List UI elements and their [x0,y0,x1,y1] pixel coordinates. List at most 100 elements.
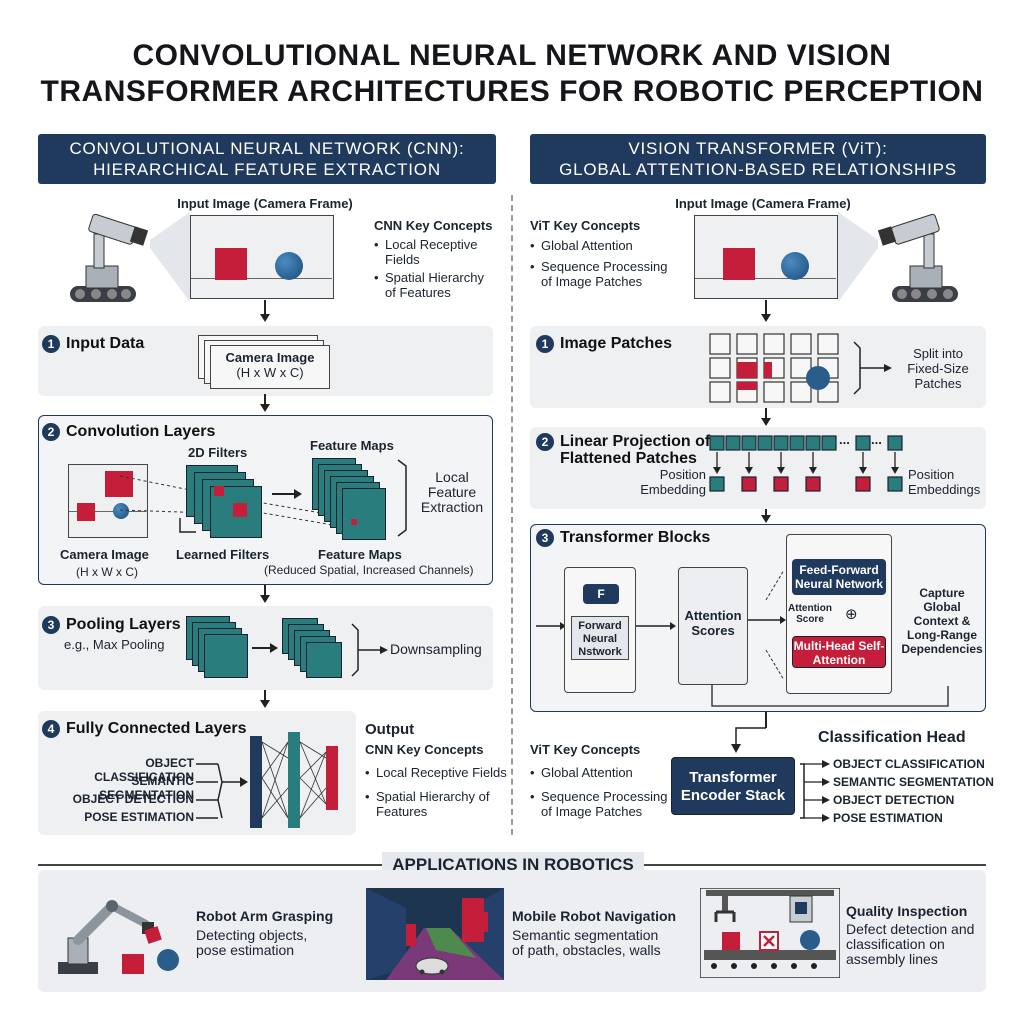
robot-camera-icon [877,213,958,302]
cnn-task-label: OBJECT CLASSIFICATION [94,756,194,784]
ellipsis-2: ... [871,432,882,447]
f-box: F [583,584,619,604]
cnn-flow-line [264,585,266,597]
step-label-line-2: Flattened Patches [560,450,697,467]
red-cube [723,248,755,280]
vit-header-line-2: GLOBAL ATTENTION-BASED RELATIONSHIPS [559,160,957,179]
filter-patch [214,486,224,496]
camera-image-dims: (H x W x C) [236,365,304,380]
step-number: 2 [42,423,60,441]
cnn-input-image-label: Input Image (Camera Frame) [177,196,353,211]
title-line-2: TRANSFORMER ARCHITECTURES FOR ROBOTIC PE… [40,75,984,108]
step-number: 1 [536,335,554,353]
vit-step3-heading: 3 Transformer Blocks [536,529,710,547]
cnn-flow-line [264,394,266,406]
multi-head-attention-box: Multi-Head Self-Attention [792,636,886,668]
app-title: Mobile Robot Navigation [512,908,677,924]
vit-flow-arrow [761,314,771,322]
image-floor-line [191,278,332,279]
vit-flow-arrow [761,515,771,523]
learned-filters-label: Learned Filters [176,547,270,562]
app-title: Robot Arm Grasping [196,908,334,924]
vit-key-concept-item: Sequence Processing of Image Patches [530,259,680,289]
bracket-arrow-icon [351,623,388,677]
vit-step2-heading: 2 Linear Projection of Flattened Patches [536,433,710,467]
local-feature-extraction: Local Feature Extraction [420,469,484,515]
blue-sphere [781,252,809,280]
feature-maps-note: (Reduced Spatial, Increased Channels) [264,563,474,577]
cnn-header-line-2: HIERARCHICAL FEATURE EXTRACTION [93,160,441,179]
image-floor-line [69,511,146,512]
step-label: Image Patches [560,335,673,352]
vit-header-line-1: VISION TRANSFORMER (ViT): [628,139,888,158]
ellipsis-1: ... [839,432,850,447]
step-number: 2 [536,433,554,451]
patch-embedding-row [709,435,903,492]
cnn-key-concept-item: Spatial Hierarchy of Features [374,270,494,300]
filter-patch [233,503,247,517]
step-label: Input Data [66,335,145,352]
vit-header: VISION TRANSFORMER (ViT): GLOBAL ATTENTI… [530,134,986,184]
step-label: Transformer Blocks [560,529,711,546]
robot-arm-icon [58,900,179,974]
downsampling-label: Downsampling [390,641,482,657]
cnn-step1-heading: 1 Input Data [42,335,144,353]
vit-key-concepts-list: Global Attention Sequence Processing of … [530,238,680,292]
position-embedding-left: Position Embedding [640,467,706,497]
cnn-task-label: POSE ESTIMATION [84,810,194,824]
arrow-right-icon [252,643,278,653]
step-number: 3 [536,529,554,547]
vit-task-label: OBJECT CLASSIFICATION [833,757,985,771]
camera-beam [838,212,878,302]
conv-camera-image [68,464,148,538]
cnn-key-concepts-title: CNN Key Concepts [374,218,493,233]
feature-maps-top-label: Feature Maps [310,438,394,453]
image-patch-grid [709,333,839,403]
vit-bottom-concepts-title: ViT Key Concepts [530,742,641,757]
vit-input-image-label: Input Image (Camera Frame) [675,196,851,211]
camera-beam [150,212,190,302]
camera-image-title: Camera Image [225,350,315,365]
attention-scores-label: Attention Scores [684,608,742,638]
vit-step1-panel [530,326,986,408]
step-number: 1 [42,335,60,353]
cnn-task-label: SEMANTIC SEGMENTATION [99,774,194,802]
feature-map-card [342,488,386,540]
conv-camera-image-label: Camera Image [60,547,149,562]
blue-sphere [113,503,129,519]
title-line-1: CONVOLUTIONAL NEURAL NETWORK AND VISION [132,39,892,72]
red-cube [215,248,247,280]
quality-inspection-icon [700,888,840,978]
arrow-right-icon [272,489,302,499]
cnn-flow-arrow [260,404,270,412]
cnn-step2-panel [38,415,493,585]
step-number: 4 [42,720,60,738]
fully-connected-network [196,732,338,828]
vit-flow-arrow [761,418,771,426]
cnn-step3-heading: 3 Pooling Layers [42,616,181,634]
conv-camera-image-dims: (H x W x C) [76,565,138,579]
cnn-flow-arrow [260,314,270,322]
classification-head-label: Classification Head [818,729,966,746]
pool-output-card [306,642,342,678]
output-concepts-title: CNN Key Concepts [365,742,484,757]
app-title: Quality Inspection [846,903,968,919]
step-number: 3 [42,616,60,634]
step-label: Linear Projection of Flattened Patches [560,433,710,467]
output-concept-item: Local Receptive Fields [365,765,507,780]
page-title: CONVOLUTIONAL NEURAL NETWORK AND VISION … [20,38,1004,110]
app-desc: Detecting objects, pose estimation [196,927,308,958]
vit-input-image [694,215,838,299]
feed-forward-box: Feed-Forward Neural Network [792,559,886,595]
blue-sphere [275,252,303,280]
vit-key-concept-item: Global Attention [530,238,680,253]
encoder-connector [731,727,766,753]
receptive-field-lines [120,475,351,529]
vit-task-label: SEMANTIC SEGMENTATION [833,775,994,789]
output-concepts-list: Local Receptive Fields Spatial Hierarchy… [365,765,507,822]
vit-task-label: POSE ESTIMATION [833,811,943,825]
cnn-step4-heading: 4 Fully Connected Layers [42,720,247,738]
encoder-stack-box: Transformer Encoder Stack [671,757,795,815]
forward-neural-box: Forward Neural Nstwork [571,616,629,660]
vit-key-concepts-title: ViT Key Concepts [530,218,641,233]
